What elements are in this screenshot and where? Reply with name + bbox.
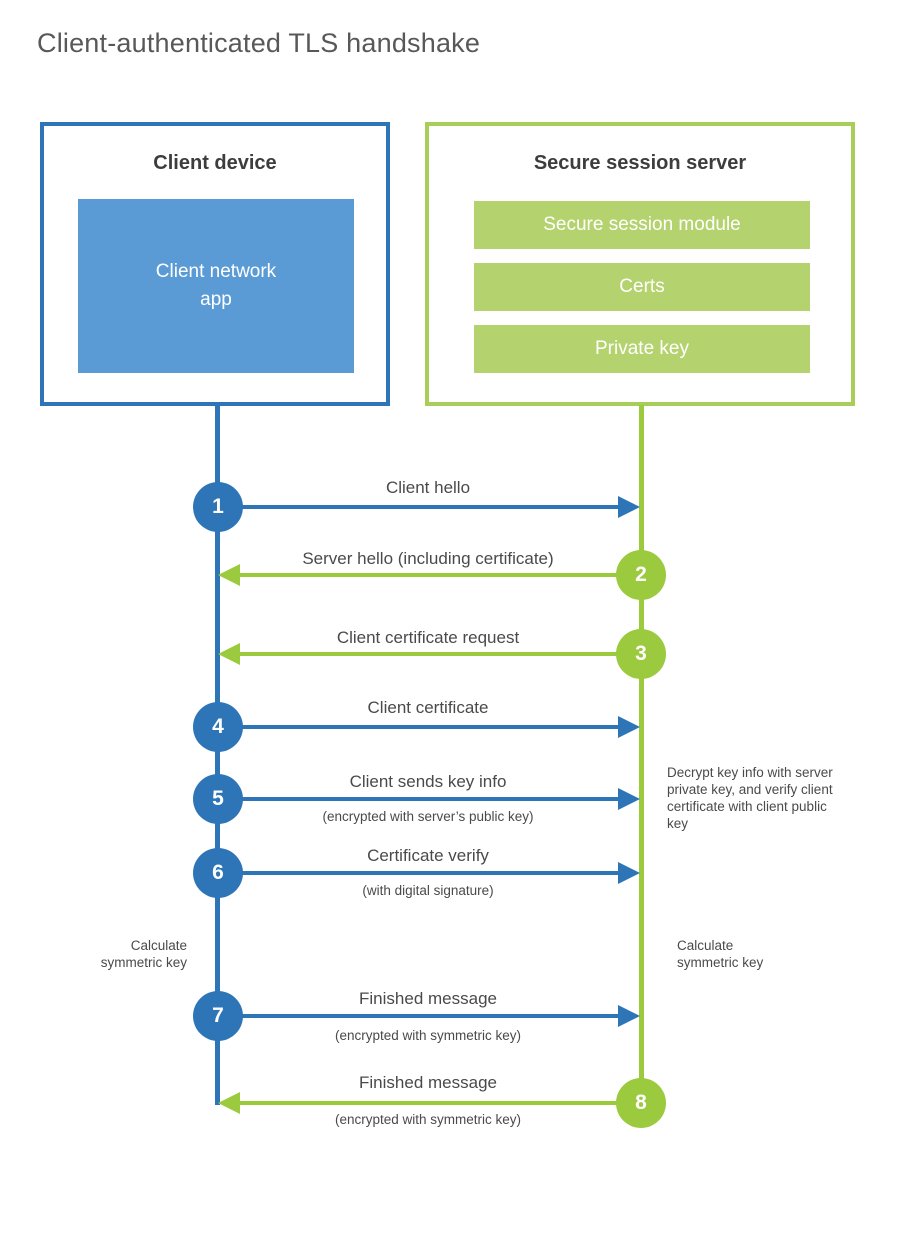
- message-label-client-sends-key-info: Client sends key info: [349, 772, 507, 791]
- message-sublabel-digital-signature: (with digital signature): [362, 883, 494, 898]
- step-4-badge: 4: [193, 702, 243, 752]
- step-8-badge: 8: [616, 1078, 666, 1128]
- decrypt-key-info-note: Decrypt key info with server private key…: [667, 765, 833, 831]
- calculate-symmetric-key-note-server: Calculate symmetric key: [677, 938, 764, 970]
- message-label-finished-message-server: Finished message: [359, 1073, 497, 1092]
- step-1-badge: 1: [193, 482, 243, 532]
- certs-node: Certs: [474, 263, 810, 311]
- client-network-app-label: Client network app: [155, 261, 277, 310]
- arrow-left-server-hello: [218, 564, 641, 586]
- step-6-badge: 6: [193, 848, 243, 898]
- message-sublabel-encrypted-symmetric-key-client: (encrypted with symmetric key): [334, 1028, 522, 1043]
- step-5-badge: 5: [193, 774, 243, 824]
- arrow-left-client-certificate-request: [218, 643, 641, 665]
- message-label-server-hello: Server hello (including certificate): [302, 549, 554, 568]
- server-lifeline: [639, 405, 644, 1105]
- client-device-title: Client device: [153, 152, 277, 174]
- message-label-client-hello: Client hello: [385, 478, 471, 497]
- arrow-right-finished-message: [218, 1005, 640, 1027]
- arrow-right-client-certificate: [218, 716, 640, 738]
- arrow-right-client-hello: [218, 496, 640, 518]
- private-key-node: Private key: [474, 325, 810, 373]
- message-label-client-certificate: Client certificate: [367, 698, 489, 717]
- message-label-finished-message-client: Finished message: [359, 989, 497, 1008]
- arrow-right-client-sends-key-info: [218, 788, 640, 810]
- step-7-badge: 7: [193, 991, 243, 1041]
- message-sublabel-encrypted-symmetric-key-server: (encrypted with symmetric key): [334, 1112, 522, 1127]
- calculate-symmetric-key-note-client: Calculate symmetric key: [100, 938, 187, 970]
- step-2-badge: 2: [616, 550, 666, 600]
- secure-session-module-node: Secure session module: [474, 201, 810, 249]
- client-network-app-node: Client network app: [78, 199, 354, 373]
- message-label-certificate-verify: Certificate verify: [367, 846, 489, 865]
- secure-session-server-title: Secure session server: [533, 152, 747, 174]
- page-title: Client-authenticated TLS handshake: [37, 28, 481, 58]
- message-sublabel-encrypted-server-public-key: (encrypted with server’s public key): [322, 809, 534, 824]
- message-label-client-certificate-request: Client certificate request: [336, 628, 520, 647]
- arrow-left-finished-message: [218, 1092, 641, 1114]
- step-3-badge: 3: [616, 629, 666, 679]
- arrow-right-certificate-verify: [218, 862, 640, 884]
- client-lifeline: [215, 405, 220, 1105]
